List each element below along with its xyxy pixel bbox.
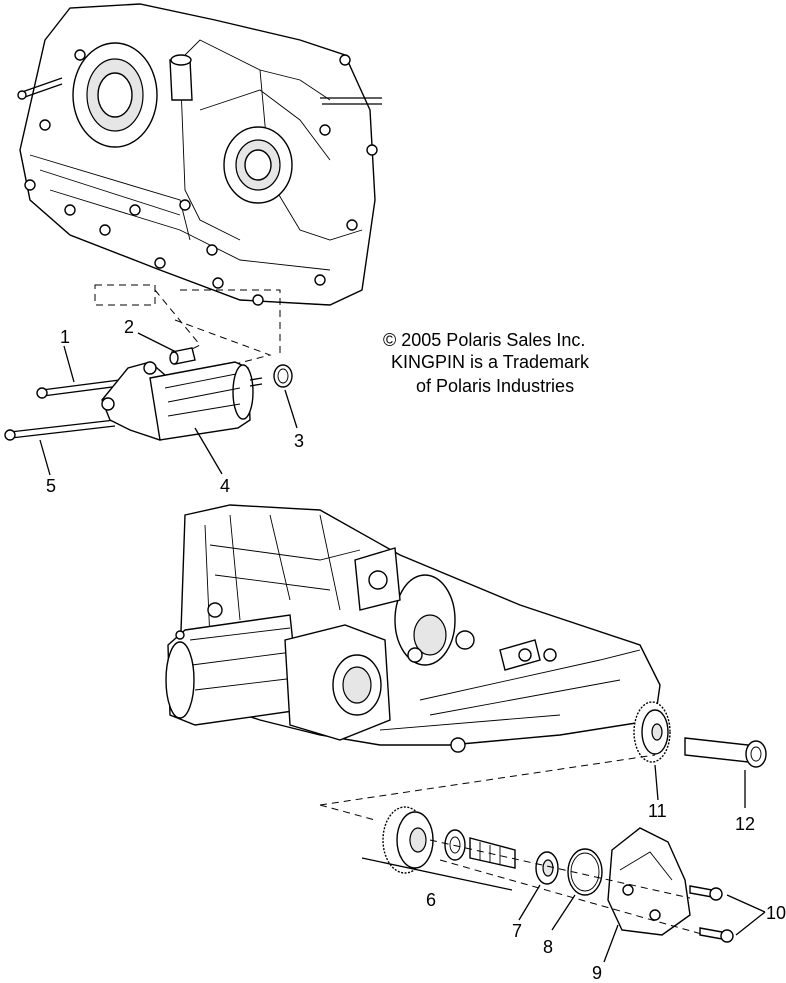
callout-labels: 1 2 3 4 5 6 7 8 9 10 11 12 [46,317,786,983]
o-ring-8 [567,848,603,896]
callout-2: 2 [124,317,134,337]
callout-12: 12 [735,814,755,834]
callout-4: 4 [220,476,230,496]
drive-gear-11 [633,701,671,763]
starter-motor-upper [4,347,293,441]
upper-leader-lines [39,332,298,476]
callout-8: 8 [543,937,553,957]
callout-9: 9 [592,963,602,983]
cover-9 [607,827,691,936]
callout-11: 11 [648,801,667,821]
callout-7: 7 [512,921,522,941]
callout-1: 1 [60,327,70,347]
copyright-notice: © 2005 Polaris Sales Inc. KINGPIN is a T… [383,330,590,396]
bearing-7 [535,851,559,885]
callout-6: 6 [426,890,436,910]
bendix-gear-6 [382,806,516,874]
bolts-10 [689,885,734,943]
shaft-12 [684,737,767,768]
lower-leader-lines [361,764,766,963]
crankcase-illustration [17,3,382,306]
copyright-line-2: KINGPIN is a Trademark [391,352,590,372]
lower-alignment-lines [319,754,706,936]
copyright-line-1: © 2005 Polaris Sales Inc. [383,330,585,350]
callout-5: 5 [46,476,56,496]
engine-assembly-illustration [165,504,661,753]
copyright-line-3: of Polaris Industries [416,376,574,396]
callout-10: 10 [766,903,786,923]
callout-3: 3 [294,431,304,451]
crankcase-bolt-heads [24,49,378,306]
